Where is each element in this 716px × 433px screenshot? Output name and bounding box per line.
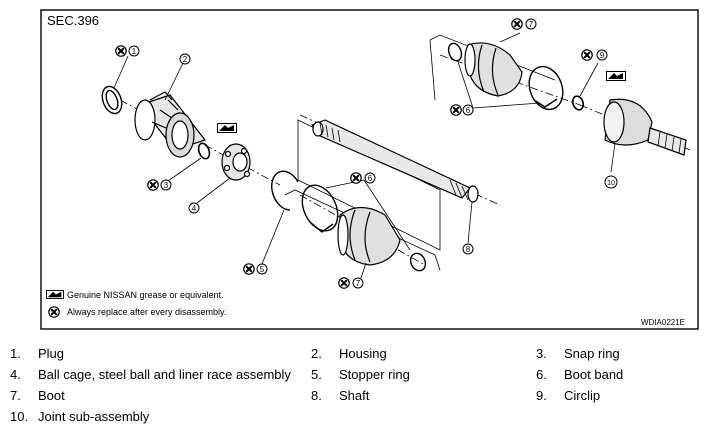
legend-number: 3. — [536, 346, 547, 361]
legend-label: Shaft — [339, 388, 370, 403]
boot-band-upper-small — [447, 42, 463, 62]
boot-band-upper-large — [528, 65, 564, 111]
housing — [134, 91, 206, 158]
grease-note: Genuine NISSAN grease or equivalent. — [67, 290, 224, 300]
callout-8: 8 — [466, 245, 471, 254]
legend-number: 4. — [10, 367, 21, 382]
replace-icon — [243, 263, 255, 275]
boot-band-small-lower — [409, 252, 427, 272]
replace-icon — [581, 49, 593, 61]
callout-4-circle — [188, 202, 200, 214]
replace-icon — [147, 179, 159, 191]
boot-upper — [464, 42, 523, 97]
callout-8-circle — [462, 243, 474, 255]
callout-6-lower-circle — [364, 172, 376, 184]
legend-number: 5. — [311, 367, 322, 382]
diagram-frame — [40, 9, 699, 330]
grease-icon — [606, 71, 626, 81]
legend-label: Housing — [339, 346, 387, 361]
legend-label: Snap ring — [564, 346, 620, 361]
callout-7-lower-circle — [352, 277, 364, 289]
legend-number: 9. — [536, 388, 547, 403]
replace-icon — [350, 172, 362, 184]
parts-legend: 1. Plug 2. Housing 3. Snap ring 4. Ball cage… — [0, 342, 716, 430]
section-label: SEC.396 — [47, 13, 99, 28]
callout-3: 3 — [164, 181, 169, 190]
callout-4: 4 — [192, 204, 197, 213]
callout-5: 5 — [260, 265, 265, 274]
legend-label: Circlip — [564, 388, 601, 403]
legend-item-6: 6. Boot band — [536, 365, 623, 385]
legend-number: 10. — [10, 409, 29, 424]
exploded-view-diagram: SEC.396 WDIA0221E — [40, 9, 699, 330]
replace-icon — [338, 277, 350, 289]
legend-item-2: 2. Housing — [311, 344, 387, 364]
snap-ring — [197, 142, 211, 160]
callout-6-lower: 6 — [368, 174, 373, 183]
boot-band-lower — [301, 184, 339, 233]
legend-item-3: 3. Snap ring — [536, 344, 620, 364]
legend-item-7: 7. Boot — [10, 386, 65, 406]
replace-icon — [48, 306, 60, 318]
callout-3-circle — [160, 179, 172, 191]
legend-label: Stopper ring — [339, 367, 410, 382]
replace-icon — [450, 104, 462, 116]
callout-1-circle — [128, 45, 140, 57]
replace-icon — [511, 18, 523, 30]
figure-id: WDIA0221E — [641, 318, 685, 327]
legend-number: 7. — [10, 388, 21, 403]
callout-7-upper: 7 — [529, 20, 534, 29]
replace-icon — [115, 45, 127, 57]
callout-1: 1 — [132, 47, 137, 56]
legend-number: 6. — [536, 367, 547, 382]
callout-10: 10 — [607, 180, 615, 187]
legend-item-10: 10. Joint sub-assembly — [10, 407, 149, 427]
legend-label: Boot band — [564, 367, 624, 382]
callout-10-circle — [604, 175, 618, 189]
callout-6-upper: 6 — [466, 106, 471, 115]
boot-lower — [337, 206, 401, 266]
plug — [101, 85, 123, 115]
legend-item-9: 9. Circlip — [536, 386, 600, 406]
legend-item-4: 4. Ball cage, steel ball and liner race a… — [10, 365, 291, 385]
circlip — [571, 95, 585, 111]
legend-label: Joint sub-assembly — [38, 409, 150, 424]
legend-label: Plug — [38, 346, 65, 361]
legend-number: 2. — [311, 346, 322, 361]
callout-2: 2 — [183, 55, 188, 64]
legend-label: Ball cage, steel ball and liner race ass… — [38, 367, 291, 382]
callout-9-circle — [596, 49, 608, 61]
callout-6-upper-circle — [462, 104, 474, 116]
replace-note: Always replace after every disassembly. — [67, 307, 226, 317]
legend-item-8: 8. Shaft — [311, 386, 369, 406]
legend-item-1: 1. Plug — [10, 344, 64, 364]
grease-icon — [46, 290, 64, 299]
callout-7-lower: 7 — [356, 279, 361, 288]
legend-item-5: 5. Stopper ring — [311, 365, 410, 385]
callout-5-circle — [256, 263, 268, 275]
legend-number: 8. — [311, 388, 322, 403]
joint-sub-assembly — [603, 98, 687, 156]
ball-cage-assembly — [221, 143, 251, 181]
shaft — [311, 119, 479, 203]
legend-number: 1. — [10, 346, 21, 361]
grease-icon — [217, 123, 237, 133]
callout-7-upper-circle — [525, 18, 537, 30]
stopper-ring — [271, 170, 299, 211]
callout-2-circle — [179, 53, 191, 65]
callout-9: 9 — [600, 51, 605, 60]
legend-label: Boot — [38, 388, 65, 403]
leader-lines — [113, 32, 616, 279]
